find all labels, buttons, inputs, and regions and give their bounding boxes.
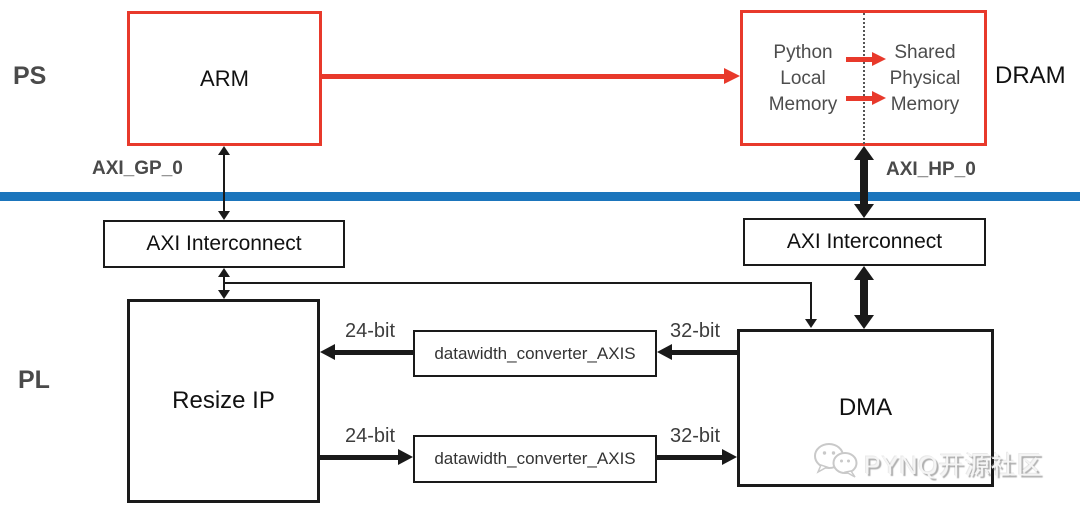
dram-copy-arrow-top-line — [846, 57, 872, 62]
dram-interconnect-arrow-line — [860, 158, 868, 206]
dma-to-dwc-top-arrowhead — [657, 344, 672, 360]
dram-copy-arrow-bottom-head — [872, 91, 886, 105]
datawidth-converter-bottom-label: datawidth_converter_AXIS — [434, 449, 636, 468]
arm-box-label: ARM — [200, 65, 249, 91]
dram-divider-dashed-line — [863, 13, 865, 144]
pl-region-label: PL — [18, 366, 50, 394]
watermark-text: PYNQ开源社区 — [864, 452, 1043, 480]
axi-hp-0-label: AXI_HP_0 — [886, 159, 976, 180]
dma-label: DMA — [838, 394, 893, 421]
ps-region-label: PS — [13, 62, 47, 90]
dram-shared-physical-memory-text: Shared Physical Memory — [889, 42, 961, 115]
interconnect-dma-arrowhead-down — [854, 315, 874, 329]
dram-copy-arrow-top-head — [872, 52, 886, 66]
dram-copy-arrow-bottom-line — [846, 96, 872, 101]
arm-to-dram-arrow-line — [322, 74, 726, 79]
dwc-bottom-to-dma-line — [657, 455, 723, 460]
bus-width-32bit-top: 32-bit — [670, 320, 721, 342]
resize-ip-label: Resize IP — [172, 387, 275, 414]
arm-interconnect-arrowhead-down — [218, 211, 230, 220]
dwc-top-to-resize-line — [334, 350, 413, 355]
dram-label: DRAM — [995, 62, 1066, 89]
arm-interconnect-arrowhead-up — [218, 146, 230, 155]
dram-interconnect-arrowhead-down — [854, 204, 874, 218]
interconnect-dma-arrowhead-up — [854, 266, 874, 280]
bus-width-24bit-top: 24-bit — [345, 320, 396, 342]
dram-python-local-memory-text: Python Local Memory — [768, 42, 838, 115]
ps-pl-divider-bar — [0, 192, 1080, 201]
datawidth-converter-top-box: datawidth_converter_AXIS — [413, 330, 657, 377]
dma-box: DMA — [737, 329, 994, 487]
axi-interconnect-left-box: AXI Interconnect — [103, 220, 345, 268]
dma-to-dwc-top-line — [671, 350, 737, 355]
axi-interconnect-right-box: AXI Interconnect — [743, 218, 986, 266]
bus-width-24bit-bottom: 24-bit — [345, 425, 396, 447]
axi-gp-0-label: AXI_GP_0 — [92, 158, 183, 179]
interconnect-to-dma-branch-vline — [810, 282, 812, 320]
datawidth-converter-bottom-box: datawidth_converter_AXIS — [413, 435, 657, 483]
arm-to-dram-arrowhead — [724, 68, 740, 84]
bus-width-32bit-bottom: 32-bit — [670, 425, 721, 447]
axi-interconnect-right-label: AXI Interconnect — [786, 230, 943, 253]
interconnect-dma-arrow-line — [860, 278, 868, 318]
interconnect-to-dma-branch-hline — [223, 282, 812, 284]
dwc-bottom-to-dma-arrowhead — [722, 449, 737, 465]
interconnect-resize-arrowhead-down — [218, 290, 230, 299]
datawidth-converter-top-label: datawidth_converter_AXIS — [434, 343, 636, 363]
resize-to-dwc-bottom-arrowhead — [398, 449, 413, 465]
axi-interconnect-left-label: AXI Interconnect — [146, 232, 302, 255]
dram-interconnect-arrowhead-up — [854, 146, 874, 160]
interconnect-resize-arrowhead-up — [218, 268, 230, 277]
interconnect-to-dma-arrowhead — [805, 319, 817, 328]
resize-to-dwc-bottom-line — [320, 455, 399, 460]
arm-interconnect-arrow-line — [223, 153, 225, 213]
dwc-top-to-resize-arrowhead — [320, 344, 335, 360]
wechat-icon — [814, 443, 858, 478]
arm-box: ARM — [127, 11, 322, 146]
resize-ip-box: Resize IP — [127, 299, 320, 503]
